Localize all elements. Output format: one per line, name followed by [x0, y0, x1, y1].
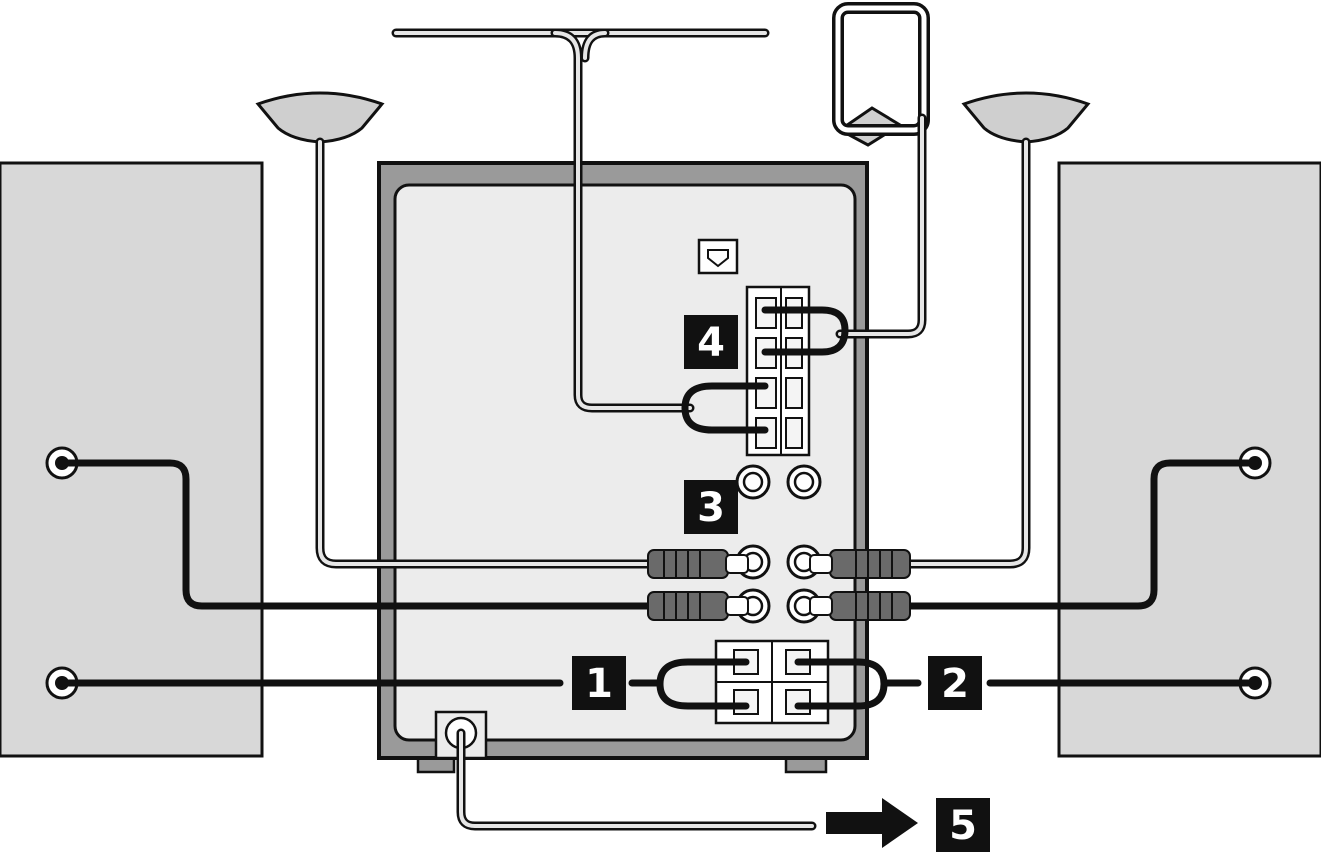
- front-speaker-right-cable: [794, 658, 1259, 710]
- optical-jack: [697, 238, 739, 275]
- label-2: 2: [928, 656, 982, 710]
- rca-plug-row2-right: [809, 591, 911, 621]
- front-speaker-left-rca-wire: [58, 459, 654, 610]
- rca-plug-row1-right: [809, 549, 911, 579]
- fm-antenna-wire: [391, 28, 770, 434]
- rca-jack-top-right: [786, 464, 822, 500]
- label-3: 3: [684, 480, 738, 534]
- rear-speaker-left: [255, 91, 385, 144]
- label-4: 4: [684, 315, 738, 369]
- label-5: 5: [936, 798, 990, 852]
- rear-speaker-right-wire: [900, 137, 1031, 569]
- front-speaker-right-rca-wire: [901, 459, 1259, 610]
- rear-speaker-left-wire: [315, 137, 655, 569]
- rear-speaker-right: [961, 91, 1091, 144]
- front-speaker-left-cable: [58, 658, 750, 710]
- label-5-text: 5: [949, 803, 977, 849]
- label-2-text: 2: [941, 661, 969, 707]
- rca-jack-top-left: [735, 464, 771, 500]
- am-loop-antenna: [761, 2, 930, 356]
- label-1: 1: [572, 656, 626, 710]
- arrow-right-icon: [826, 798, 918, 848]
- power-cord: [456, 728, 918, 848]
- antenna-terminal-block: [745, 285, 811, 457]
- label-1-text: 1: [585, 661, 613, 707]
- speaker-terminal-block: [714, 639, 830, 725]
- label-3-text: 3: [697, 485, 725, 531]
- rca-plug-row1-left: [647, 549, 749, 579]
- label-4-text: 4: [697, 320, 725, 366]
- main-unit: [377, 161, 869, 774]
- rca-plug-row2-left: [647, 591, 749, 621]
